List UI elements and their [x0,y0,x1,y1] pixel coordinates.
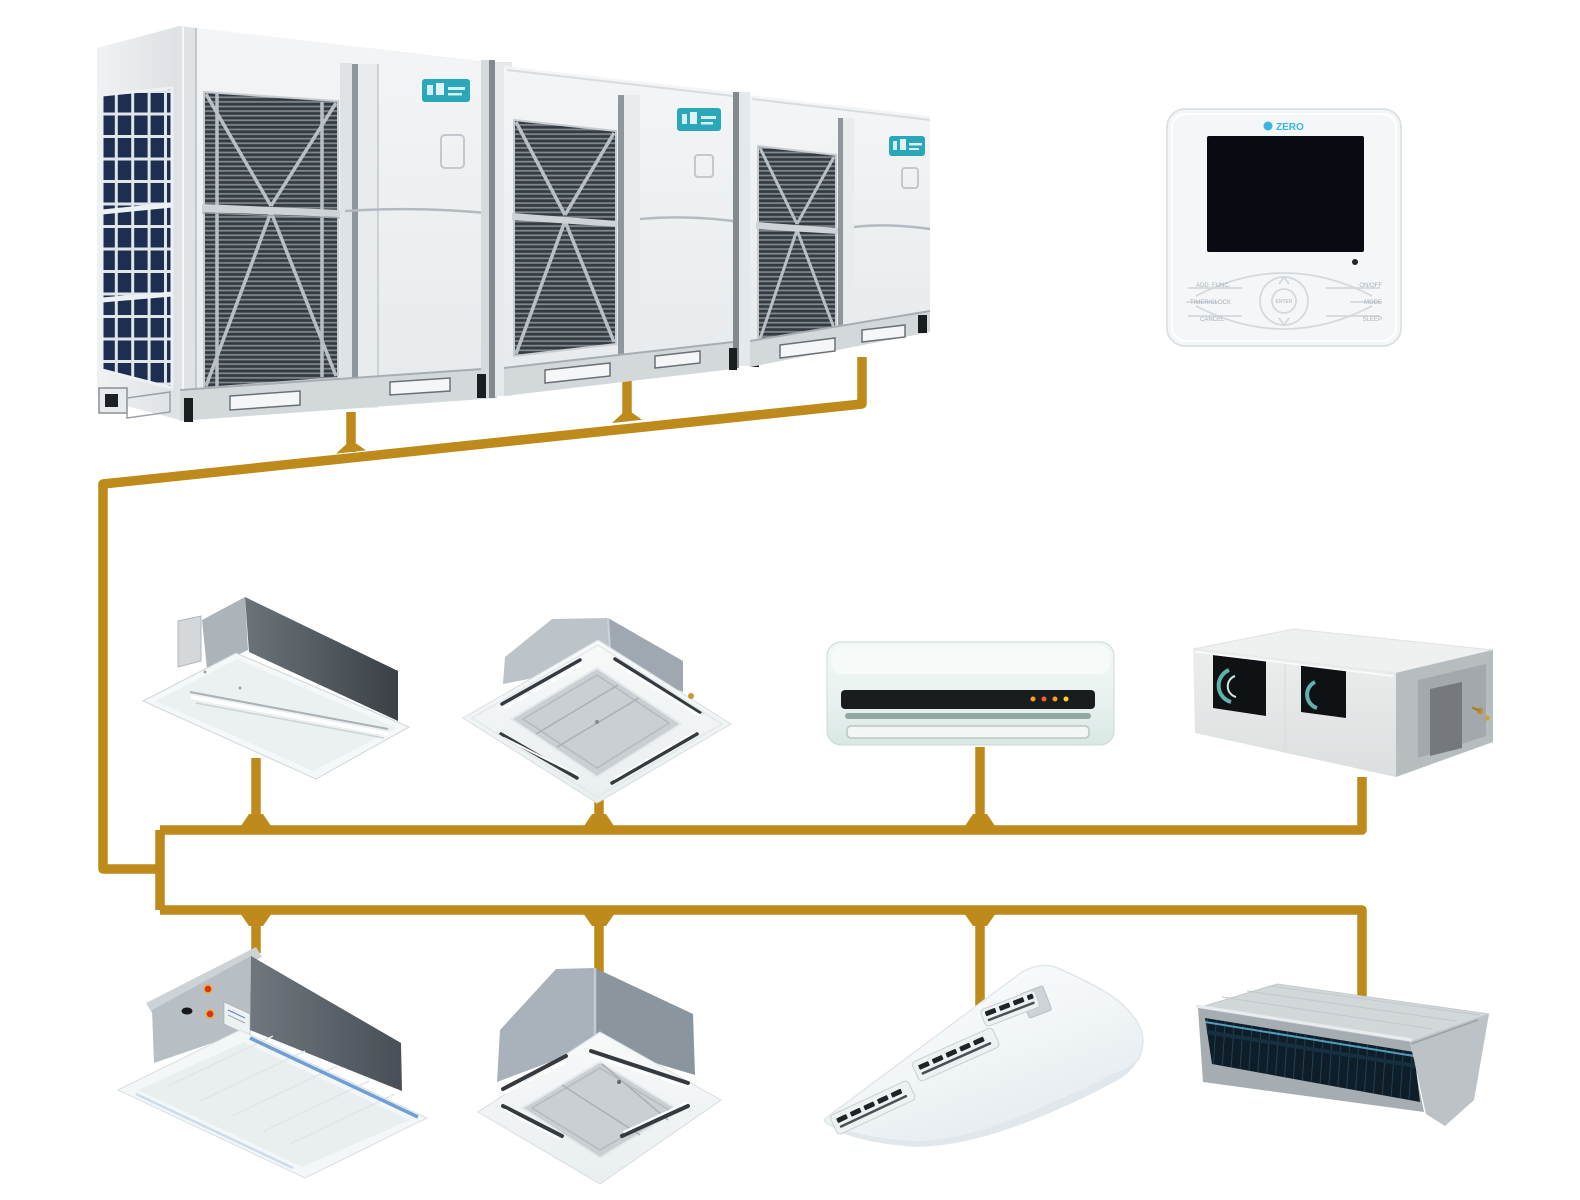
svg-text:ENTER: ENTER [1276,299,1293,305]
svg-text:CANCEL: CANCEL [1200,317,1225,323]
svg-text:ON/OFF: ON/OFF [1359,283,1382,289]
svg-text:SLEEP: SLEEP [1363,317,1382,323]
svg-text:ZERO: ZERO [1276,122,1304,133]
svg-text:TIMER/CLOCK: TIMER/CLOCK [1190,300,1231,306]
svg-text:MODE: MODE [1364,300,1382,306]
svg-text:ADD. FUNC.: ADD. FUNC. [1196,283,1231,289]
